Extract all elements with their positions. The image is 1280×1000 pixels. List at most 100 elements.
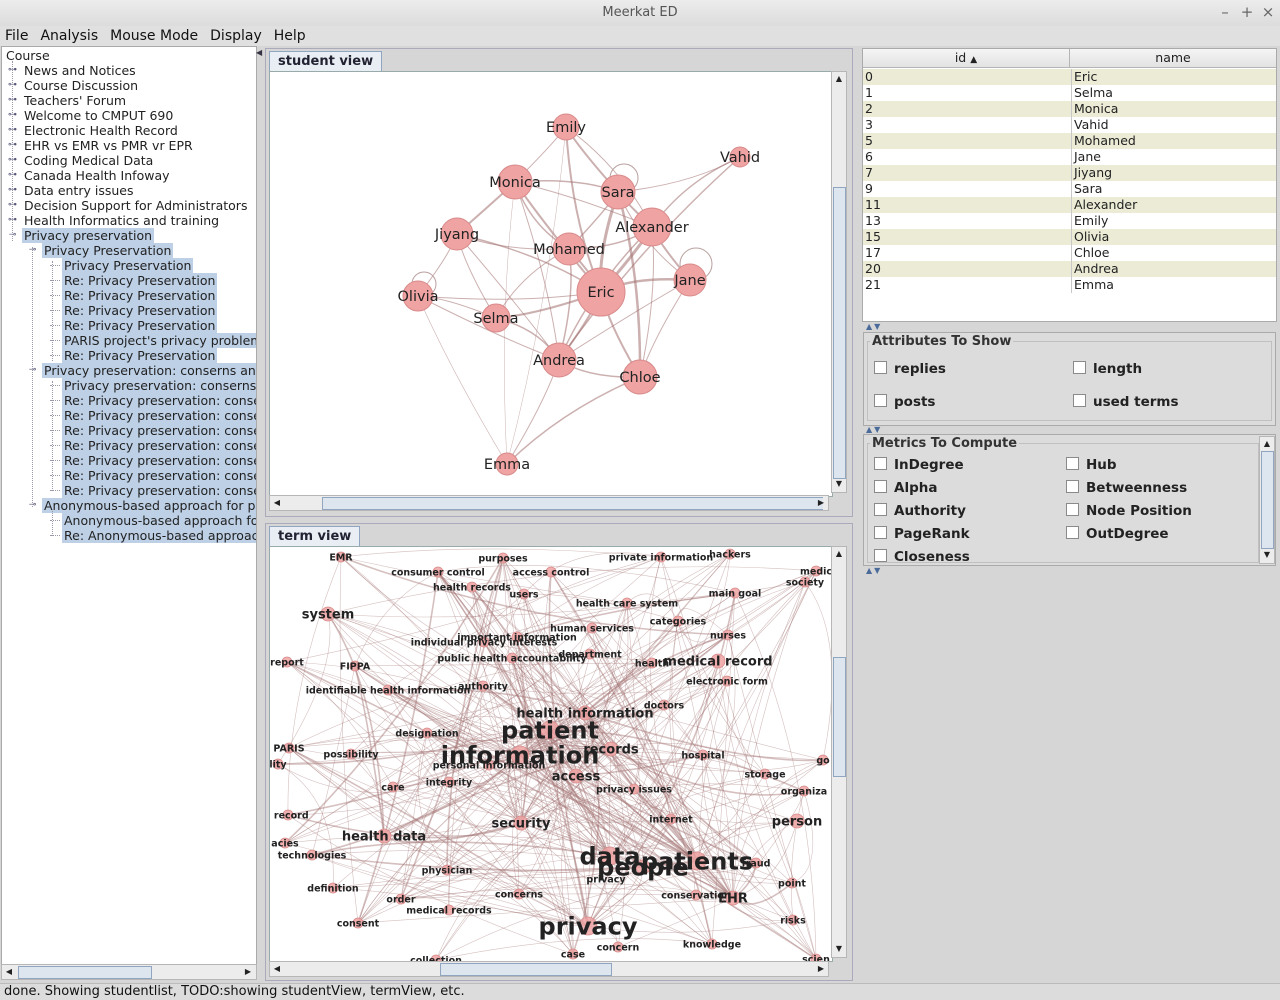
term-horizontal-scrollbar[interactable]: ◀ ▶ [269,961,829,977]
scroll-down-icon[interactable]: ▼ [835,479,843,488]
menu-mouse-mode[interactable]: Mouse Mode [110,28,199,44]
tree-item[interactable]: News and Notices [22,63,138,78]
menu-help[interactable]: Help [273,28,306,44]
column-header-name[interactable]: name [1070,49,1276,68]
checkbox-used-terms[interactable]: used terms [1073,393,1179,411]
tree-item[interactable]: Re: Privacy preservation: conse [62,393,256,408]
tree-item[interactable]: Re: Privacy preservation: conse [62,408,256,423]
tree-item[interactable]: Privacy preservation [22,228,155,243]
menu-file[interactable]: File [5,28,29,44]
tree-item[interactable]: Re: Privacy Preservation [62,318,218,333]
checkbox-hub[interactable]: Hub [1066,456,1117,474]
checkbox-alpha[interactable]: Alpha [874,479,937,497]
scroll-right-icon[interactable]: ▶ [817,964,825,973]
tree-item[interactable]: Anonymous-based approach fo [62,513,256,528]
checkbox-length[interactable]: length [1073,360,1142,378]
tree-item[interactable]: Re: Privacy Preservation [62,348,218,363]
tree-item[interactable]: Data entry issues [22,183,135,198]
metrics-vertical-scrollbar[interactable]: ▲ ▼ [1259,436,1275,564]
close-icon[interactable]: × [1261,3,1275,21]
scroll-down-icon[interactable]: ▼ [1263,550,1271,559]
tree-item[interactable]: Privacy Preservation [42,243,174,258]
left-splitter[interactable]: ◀ [256,48,265,57]
tree-item[interactable]: Welcome to CMPUT 690 [22,108,175,123]
scroll-left-icon[interactable]: ◀ [273,498,281,507]
tree-item[interactable]: Electronic Health Record [22,123,180,138]
minimize-icon[interactable]: – [1221,3,1229,21]
tree-horizontal-scrollbar[interactable]: ◀ ▶ [1,964,257,980]
tree-item[interactable]: PARIS project's privacy problem [62,333,256,348]
scroll-thumb[interactable] [1261,451,1274,549]
scroll-thumb[interactable] [440,963,612,976]
tree-item[interactable]: Re: Privacy preservation: conse [62,483,256,498]
scroll-down-icon[interactable]: ▼ [835,944,843,953]
scroll-left-icon[interactable]: ◀ [273,964,281,973]
tree-item[interactable]: Course Discussion [22,78,140,93]
tree-item[interactable]: Teachers' Forum [22,93,128,108]
checkbox-posts[interactable]: posts [874,393,935,411]
maximize-icon[interactable]: + [1240,3,1254,21]
tree-item[interactable]: EHR vs EMR vs PMR vr EPR [22,138,195,153]
tab-term-view[interactable]: term view [269,526,361,546]
tree-item[interactable]: Canada Health Infoway [22,168,172,183]
tree-item[interactable]: Re: Privacy preservation: conse [62,438,256,453]
menu-display[interactable]: Display [210,28,262,44]
checkbox-betweenness[interactable]: Betweenness [1066,479,1187,497]
discussion-tree[interactable]: Course⊶News and Notices⊶Course Discussio… [1,46,257,966]
checkbox-outdegree[interactable]: OutDegree [1066,525,1169,543]
student-network-graph[interactable]: EmilyVahidMonicaSaraAlexanderJiyangMoham… [270,72,832,496]
scroll-up-icon[interactable]: ▲ [835,549,843,558]
tree-item[interactable]: Privacy preservation: conserns [62,378,256,393]
checkbox-replies[interactable]: replies [874,360,946,378]
tree-item[interactable]: Re: Privacy Preservation [62,303,218,318]
tree-item[interactable]: Anonymous-based approach for p [42,498,256,513]
student-vertical-scrollbar[interactable]: ▲ ▼ [831,71,847,493]
checkbox-authority[interactable]: Authority [874,502,966,520]
scroll-up-icon[interactable]: ▲ [835,74,843,83]
scroll-up-icon[interactable]: ▲ [1263,439,1271,448]
tree-item[interactable]: Decision Support for Administrators [22,198,249,213]
tree-item[interactable]: Privacy Preservation [62,258,194,273]
scroll-thumb[interactable] [833,657,846,777]
tree-item[interactable]: Coding Medical Data [22,153,155,168]
tree-item[interactable]: Re: Privacy Preservation [62,288,218,303]
student-horizontal-scrollbar[interactable]: ◀ ▶ [269,495,829,511]
splitter-arrows-icon[interactable]: ▲▼ [866,425,883,434]
tree-item[interactable]: Re: Anonymous-based approac [62,528,256,543]
scroll-thumb[interactable] [833,187,846,479]
tree-item[interactable]: Health Informatics and training [22,213,221,228]
splitter-arrows-icon[interactable]: ▲▼ [866,322,883,331]
checkbox-node-position[interactable]: Node Position [1066,502,1192,520]
tree-item[interactable]: Re: Privacy preservation: conse [62,453,256,468]
column-header-id[interactable]: id ▲ [863,49,1070,68]
tree-item[interactable]: Privacy preservation: conserns an [42,363,256,378]
checkbox-indegree[interactable]: InDegree [874,456,964,474]
scroll-thumb[interactable] [322,497,823,510]
tree-item[interactable]: Re: Privacy Preservation [62,273,218,288]
scroll-right-icon[interactable]: ▶ [244,967,252,976]
tree-root[interactable]: Course [4,48,52,63]
checkbox-pagerank[interactable]: PageRank [874,525,970,543]
checkbox-closeness[interactable]: Closeness [874,548,970,566]
term-vertical-scrollbar[interactable]: ▲ ▼ [831,546,847,958]
tree-item[interactable]: Re: Privacy preservation: conse [62,468,256,483]
scroll-left-icon[interactable]: ◀ [5,967,13,976]
scroll-thumb[interactable] [18,966,152,979]
tree-item[interactable]: Re: Privacy preservation: conse [62,423,256,438]
menu-analysis[interactable]: Analysis [40,28,99,44]
